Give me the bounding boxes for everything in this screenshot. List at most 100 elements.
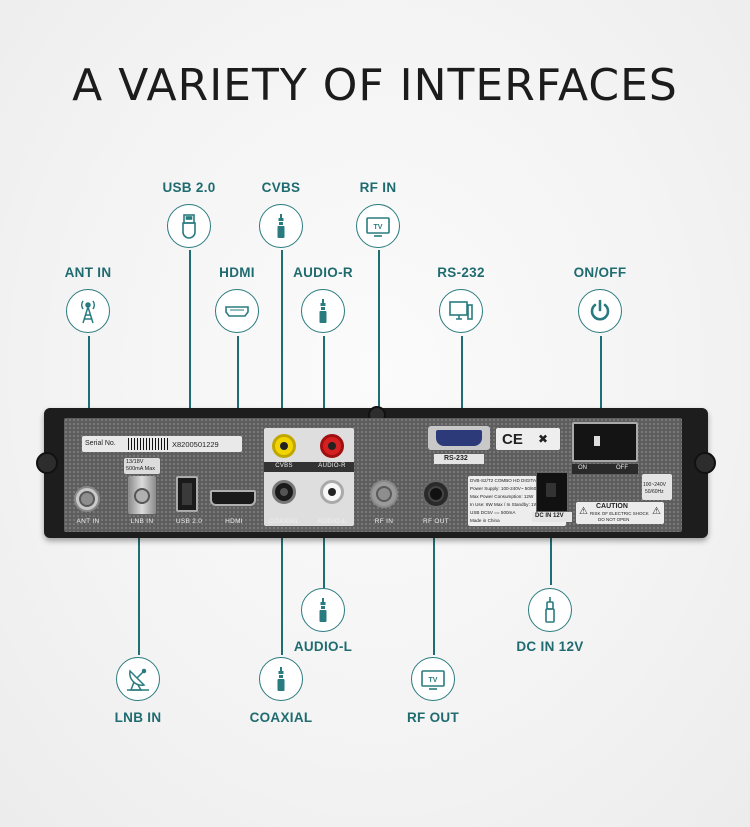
label-dc-in: DC IN 12V [516, 639, 584, 654]
audio-jack-icon [301, 588, 345, 632]
connector-line-lnb-in [138, 495, 140, 655]
rf-in-port [370, 480, 398, 508]
ce-plate: CE ✖ [496, 428, 560, 450]
connector-line-on-off [600, 336, 602, 440]
rs232-label-plate: RS-232 [434, 454, 484, 464]
serial-value: X8200501229 [172, 440, 219, 449]
tv-icon: TV [356, 204, 400, 248]
serial-label: Serial No. [85, 440, 116, 447]
port-label-lnb-in: LNB IN [130, 518, 154, 525]
switch-label-plate: ON OFF [572, 464, 638, 474]
page-title: A VARIETY OF INTERFACES [72, 60, 678, 111]
weee-bin-icon: ✖ [538, 432, 549, 446]
audio-jack-icon [259, 204, 303, 248]
port-label-usb: USB 2.0 [175, 518, 203, 525]
caution-label: CAUTION RISK OF ELECTRIC SHOCK DO NOT OP… [576, 502, 664, 524]
caution-sub-1: RISK OF ELECTRIC SHOCK [590, 511, 649, 516]
label-ant-in: ANT IN [64, 265, 112, 280]
serial-plate: Serial No. X8200501229 [82, 436, 242, 452]
rf-out-port [422, 480, 450, 508]
connector-line-coaxial [281, 490, 283, 655]
rca-block: CVBS AUDIO-R [264, 428, 354, 526]
audio-r-port [320, 434, 344, 458]
usb-icon [167, 204, 211, 248]
spec-line: USB DC5V == 500mA [470, 510, 516, 515]
audio-jack-icon [259, 657, 303, 701]
audio-jack-icon [301, 289, 345, 333]
power-rating-voltage: 100~240V [643, 482, 666, 488]
caution-sub-2: DO NOT OPEN [598, 517, 630, 522]
label-rf-in: RF IN [359, 180, 397, 195]
port-label-audio-l: AUDIO-L [317, 518, 347, 525]
label-rs232: RS-232 [437, 265, 485, 280]
mounting-screw-right [694, 452, 716, 474]
connector-line-audio-l [323, 490, 325, 588]
computer-icon [439, 289, 483, 333]
spec-line: Power Supply: 100-240V~ 50/60Hz [470, 486, 542, 491]
usb-port [176, 476, 198, 512]
power-rating-plate: 100~240V 50/60Hz [642, 474, 672, 500]
lnb-spec-plate: 13/18V 500mA Max [124, 458, 160, 474]
cvbs-port [272, 434, 296, 458]
label-coaxial: COAXIAL [249, 710, 313, 725]
port-label-hdmi: HDMI [225, 518, 243, 525]
label-usb: USB 2.0 [162, 180, 216, 195]
satellite-dish-icon [116, 657, 160, 701]
switch-on-label: ON [578, 465, 587, 471]
dc-label-plate: DC IN 12V [532, 512, 572, 522]
lnb-spec-voltage: 13/18V [126, 459, 144, 465]
connector-line-audio-r [323, 336, 325, 444]
label-rf-out: RF OUT [406, 710, 460, 725]
label-audio-r: AUDIO-R [293, 265, 353, 280]
serial-barcode [128, 438, 168, 450]
svg-text:TV: TV [429, 677, 438, 684]
caution-title: CAUTION [596, 503, 628, 510]
port-label-rs232: RS-232 [444, 455, 468, 462]
spec-line: Max Power Consumption: 12W [470, 494, 534, 499]
port-label-ant-in: ANT IN [76, 518, 100, 525]
connector-line-rf-in [378, 250, 380, 490]
ant-in-port [74, 486, 100, 512]
spec-line: Made in China [470, 518, 500, 523]
label-lnb-in: LNB IN [114, 710, 162, 725]
warning-icon: ⚠ [579, 506, 588, 517]
rs232-port [428, 426, 490, 450]
connector-line-cvbs [281, 250, 283, 445]
label-audio-l: AUDIO-L [293, 639, 353, 654]
mounting-screw-left [36, 452, 58, 474]
ce-mark: CE [502, 431, 523, 448]
port-label-rf-out: RF OUT [423, 518, 449, 525]
lnb-in-port [128, 476, 156, 514]
label-on-off: ON/OFF [573, 265, 627, 280]
connector-line-rf-out [433, 490, 435, 655]
dc-in-label: DC IN 12V [535, 513, 564, 519]
spec-line: DVB-S2/T2 COMBO HD DIGITAL RECEIVER [470, 478, 564, 483]
warning-icon: ⚠ [652, 506, 661, 517]
switch-off-label: OFF [616, 465, 628, 471]
port-label-cvbs: CVBS [275, 463, 293, 469]
port-label-audio-r: AUDIO-R [318, 463, 346, 469]
power-switch[interactable] [572, 422, 638, 462]
power-icon [578, 289, 622, 333]
audio-l-port [320, 480, 344, 504]
connector-line-rs232 [461, 336, 463, 436]
label-hdmi: HDMI [219, 265, 255, 280]
spec-line: In Use: 6W Max / In Standby: 1W Max [470, 502, 548, 507]
power-rating-freq: 50/60Hz [645, 489, 664, 495]
hdmi-icon [215, 289, 259, 333]
connector-line-usb [189, 250, 191, 490]
tv-icon: TV [411, 657, 455, 701]
lnb-spec-current: 500mA Max [126, 466, 156, 472]
receiver-back-panel: Serial No. X8200501229 ANT IN 13/18V 500… [36, 406, 716, 538]
label-cvbs: CVBS [261, 180, 301, 195]
dc-in-port [536, 472, 568, 512]
port-label-coaxial: COAXIAL [268, 518, 300, 525]
antenna-icon [66, 289, 110, 333]
connector-panel: Serial No. X8200501229 ANT IN 13/18V 500… [64, 418, 682, 532]
dc-plug-icon [528, 588, 572, 632]
port-label-rf-in: RF IN [374, 518, 394, 525]
hdmi-port [210, 490, 256, 506]
svg-text:TV: TV [374, 224, 383, 231]
coaxial-port [272, 480, 296, 504]
